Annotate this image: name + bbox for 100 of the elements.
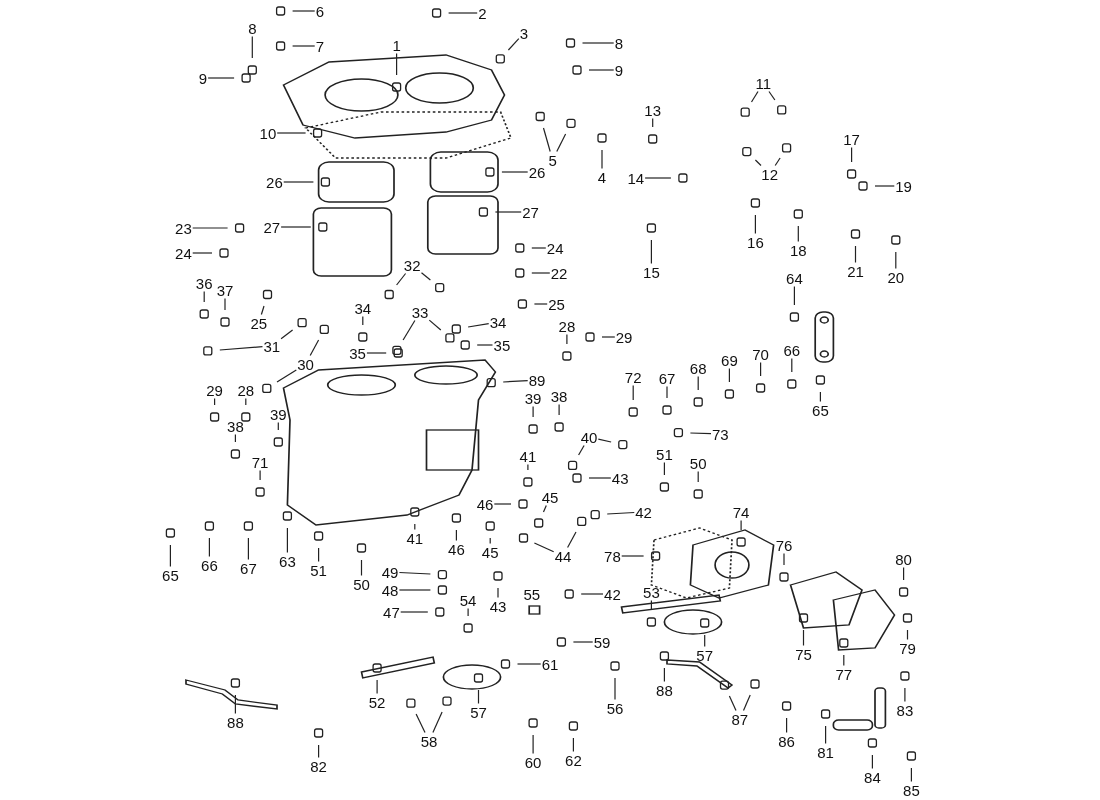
callout-number: 11 xyxy=(754,74,772,92)
callout-number: 66 xyxy=(782,341,802,359)
leader-line xyxy=(542,504,547,513)
leader-line xyxy=(903,566,905,581)
leader-line xyxy=(906,629,909,641)
leader-line xyxy=(400,611,429,613)
leader-line xyxy=(398,571,431,575)
leader-line xyxy=(740,519,742,531)
callout-number: 73 xyxy=(710,425,730,443)
leader-line xyxy=(455,529,457,542)
callout-number: 21 xyxy=(846,262,865,280)
callout-number: 62 xyxy=(564,751,583,769)
leader-line xyxy=(533,542,555,553)
leader-line xyxy=(493,503,512,505)
leader-line xyxy=(532,734,534,755)
callout-number: 28 xyxy=(236,381,256,399)
callout-number: 74 xyxy=(731,503,751,521)
leader-line xyxy=(851,146,853,163)
leader-line xyxy=(650,239,652,265)
callout-number: 26 xyxy=(527,163,547,181)
leader-line xyxy=(793,285,795,306)
leader-line xyxy=(588,477,612,479)
callout-number: 65 xyxy=(811,401,830,419)
callout-number: 61 xyxy=(540,655,560,673)
callout-number: 35 xyxy=(492,336,512,354)
leader-line xyxy=(501,171,529,173)
callout-number: 15 xyxy=(642,263,661,281)
callout-number: 51 xyxy=(309,561,328,579)
leader-line xyxy=(728,367,730,383)
callout-number: 46 xyxy=(447,540,466,558)
callout-number: 27 xyxy=(262,218,282,236)
leader-line xyxy=(251,35,253,59)
leader-line xyxy=(597,438,612,443)
callout-number: 58 xyxy=(419,732,439,750)
callout-number: 17 xyxy=(842,130,861,148)
callout-number: 42 xyxy=(634,503,653,521)
leader-line xyxy=(768,90,776,101)
callout-number: 50 xyxy=(352,575,371,593)
leader-line xyxy=(750,90,759,103)
leader-line xyxy=(697,375,699,391)
callout-number: 47 xyxy=(382,603,401,621)
callout-number: 46 xyxy=(475,495,495,513)
leader-line xyxy=(650,599,652,611)
leader-line xyxy=(448,12,478,14)
leader-line xyxy=(533,303,548,305)
callout-number: 44 xyxy=(553,547,573,565)
leader-line xyxy=(432,711,443,734)
callout-number: 19 xyxy=(894,177,913,195)
callout-number: 39 xyxy=(268,405,288,423)
leader-line xyxy=(318,744,320,759)
callout-number: 79 xyxy=(898,639,917,657)
leader-line xyxy=(276,369,297,383)
callout-number: 72 xyxy=(623,368,643,386)
leader-line xyxy=(192,227,229,229)
callout-number: 43 xyxy=(610,469,630,487)
leader-line xyxy=(203,290,205,303)
leader-line xyxy=(507,38,520,51)
callout-number: 45 xyxy=(540,488,560,506)
leader-line xyxy=(774,157,781,167)
leader-line xyxy=(578,444,585,456)
leader-line xyxy=(516,663,542,665)
callout-number: 18 xyxy=(788,241,808,259)
callout-number: 55 xyxy=(522,585,542,603)
callout-number: 27 xyxy=(521,203,540,221)
leader-line xyxy=(477,689,480,705)
leader-line xyxy=(531,272,551,274)
leader-line xyxy=(697,470,699,483)
leader-line xyxy=(286,527,288,554)
callout-number: 34 xyxy=(488,313,508,331)
leader-line xyxy=(366,352,387,354)
leader-line xyxy=(910,767,912,783)
callout-number: 33 xyxy=(410,303,430,321)
leader-line xyxy=(754,214,756,235)
leader-line xyxy=(895,251,897,270)
callout-number: 70 xyxy=(751,345,770,363)
leader-line xyxy=(292,45,316,47)
callout-number: 24 xyxy=(545,239,565,257)
callout-number: 24 xyxy=(174,244,193,262)
leader-line xyxy=(396,272,407,286)
leader-line xyxy=(402,319,416,341)
leader-line xyxy=(214,397,216,406)
callout-number: 63 xyxy=(278,552,297,570)
leader-line xyxy=(621,555,645,557)
callout-number: 75 xyxy=(794,645,813,663)
leader-line xyxy=(871,754,873,770)
leader-line xyxy=(644,177,672,179)
callout-number: 64 xyxy=(785,269,804,287)
leader-line xyxy=(580,593,604,595)
callout-number: 23 xyxy=(174,219,193,237)
leader-line xyxy=(169,544,171,568)
leader-line xyxy=(318,547,320,563)
callout-number: 83 xyxy=(895,701,915,719)
leader-line xyxy=(245,397,247,406)
leader-line xyxy=(632,384,634,401)
callout-number: 76 xyxy=(774,536,794,554)
leader-line xyxy=(843,654,845,667)
callout-number: 16 xyxy=(746,233,765,251)
leader-line xyxy=(791,357,793,373)
callout-number: 29 xyxy=(205,381,224,399)
callout-number: 57 xyxy=(469,703,488,721)
